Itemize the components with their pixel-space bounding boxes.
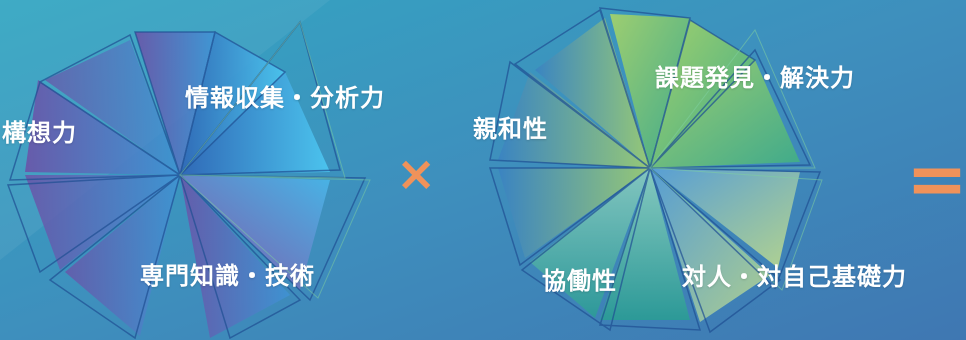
right-wedge-9 (498, 72, 650, 168)
left-wedge-4 (180, 175, 330, 290)
right-wedge-3 (650, 60, 800, 168)
label-concept: 構想力 (2, 119, 77, 147)
left-wedge-5 (180, 175, 290, 338)
right-wedge-10 (535, 18, 650, 168)
times-operator: × (396, 146, 437, 202)
label-problem-solving: 課題発見・解決力 (655, 64, 855, 92)
label-expertise: 専門知識・技術 (140, 262, 315, 290)
right-wedge-2 (650, 20, 755, 168)
right-pinwheel (488, 7, 823, 334)
right-wedge-7 (530, 168, 650, 318)
label-affinity: 親和性 (473, 115, 548, 143)
right-wedge-1 (610, 14, 690, 168)
right-wedge-5 (650, 168, 770, 322)
right-wedge-8 (498, 168, 650, 258)
left-wedge-7 (25, 175, 180, 270)
left-wedge-9 (45, 40, 180, 175)
label-interpersonal: 対人・対自己基礎力 (682, 263, 907, 291)
left-pinwheel (6, 20, 371, 340)
label-cooperation: 協働性 (542, 267, 617, 295)
left-wedge-6 (65, 175, 180, 336)
right-wedge-4 (650, 168, 800, 268)
left-wedge-3 (180, 72, 330, 175)
left-wedge-1 (135, 32, 215, 175)
left-wedge-8 (25, 80, 180, 175)
label-info-gathering: 情報収集・分析力 (185, 84, 385, 112)
equals-operator: = (906, 136, 966, 222)
